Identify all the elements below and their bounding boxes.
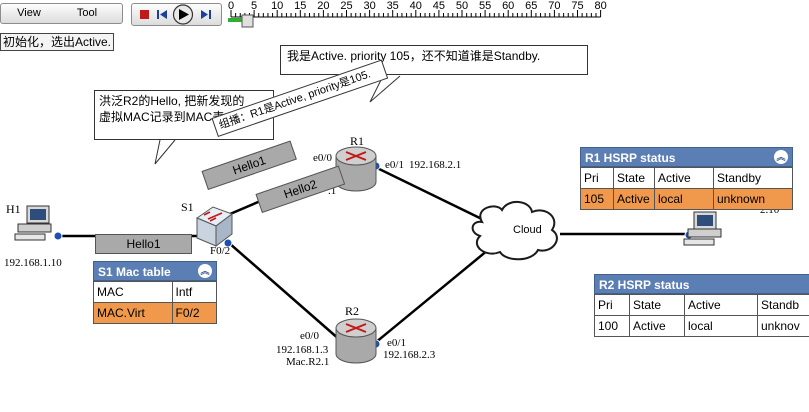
menu-bar: View Tool (0, 3, 123, 24)
r1-e00-label: e0/0 (313, 152, 332, 164)
table-cell: unknov (757, 315, 809, 337)
timeline[interactable]: 0 5 10 15 20 25 30 35 40 45 50 55 60 65 70 75 80 (226, 0, 706, 30)
cloud-label: Cloud (513, 224, 542, 236)
timeline-tick-label: 70 (548, 0, 560, 12)
step-back-icon[interactable] (157, 10, 167, 19)
timeline-tick-label: 50 (456, 0, 468, 12)
r1-hsrp-header: R1 HSRP status ︽ (580, 147, 793, 167)
table-header: Standb (757, 294, 809, 316)
r2-hsrp-table: Pri State Active Standb 100 Active local… (594, 294, 809, 337)
playback-controls (131, 3, 222, 26)
table-cell: Active (629, 315, 685, 337)
callout-flood-line1: 洪泛R2的Hello, 把新发现的 (99, 94, 245, 108)
table-row: 105 Active local unknown (580, 188, 793, 210)
menu-tool[interactable]: Tool (76, 7, 98, 19)
table-header: Pri (580, 167, 614, 189)
timeline-tick-label: 20 (317, 0, 329, 12)
timeline-tick-label: 25 (340, 0, 352, 12)
table-header: Active (654, 167, 714, 189)
timeline-tick-label: 55 (479, 0, 491, 12)
table-header-row: Pri State Active Standb (594, 294, 809, 316)
r2-hsrp-header: R2 HSRP status (594, 274, 809, 294)
r2-ip-e00: 192.168.1.3 (276, 344, 329, 356)
table-cell: unknown (713, 188, 793, 210)
collapse-icon[interactable]: ︽ (774, 150, 788, 164)
table-row: MAC.Virt F0/2 (93, 302, 218, 324)
table-header-row: MAC Intf (93, 281, 218, 303)
timeline-tick-label: 45 (433, 0, 445, 12)
router-icon-r2 (335, 318, 377, 364)
callout-r1-active: 我是Active. priority 105，还不知道谁是Standby. (280, 45, 588, 75)
r1-hsrp-title: R1 HSRP status (585, 151, 676, 165)
r1-hsrp-table: Pri State Active Standby 105 Active loca… (580, 167, 793, 210)
table-header: Pri (594, 294, 630, 316)
r2-hsrp-title: R2 HSRP status (599, 278, 690, 292)
link-s1-r2 (228, 242, 341, 341)
r1-ip-partial: .1 (328, 185, 337, 197)
r2-e01-label: e0/1 (387, 337, 406, 349)
timeline-tick-label: 10 (271, 0, 283, 12)
r1-hsrp-panel: R1 HSRP status ︽ Pri State Active Standb… (580, 147, 793, 210)
table-cell: MAC.Virt (93, 302, 173, 324)
timeline-tick-label: 40 (410, 0, 422, 12)
h1-ip: 192.168.1.10 (4, 257, 62, 269)
cloud-icon (471, 201, 558, 261)
s1-mac-table-panel: S1 Mac table ︽ MAC Intf MAC.Virt F0/2 (93, 261, 218, 324)
timeline-tick-label: 15 (294, 0, 306, 12)
callout-flood: 洪泛R2的Hello, 把新发现的 虚拟MAC记录到MAC表。 (94, 90, 274, 140)
table-row: 100 Active local unknov (594, 315, 809, 337)
s1-mac-table-title: S1 Mac table (98, 265, 171, 279)
table-header: State (613, 167, 655, 189)
link-r1-cloud (374, 165, 489, 224)
timeline-tick-label: 0 (228, 0, 234, 12)
table-cell: 105 (580, 188, 614, 210)
r1-e01-label: e0/1 (385, 159, 404, 171)
table-header-row: Pri State Active Standby (580, 167, 793, 189)
r2-ip-e01: 192.168.2.3 (383, 349, 436, 361)
timeline-tick-label: 75 (571, 0, 583, 12)
r2-name: R2 (345, 304, 360, 318)
timeline-tick-label: 80 (594, 0, 606, 12)
r1-name: R1 (350, 134, 365, 148)
table-cell: 100 (594, 315, 630, 337)
r2-e00-label: e0/0 (300, 330, 319, 342)
timeline-tick-label: 30 (363, 0, 375, 12)
s1-mac-table: MAC Intf MAC.Virt F0/2 (93, 281, 218, 324)
callout-flood-line2: 虚拟MAC记录到MAC表。 (99, 110, 237, 124)
switch-icon-s1 (195, 206, 234, 247)
r1-ip-e01: 192.168.2.1 (409, 159, 462, 171)
h1-name: H1 (6, 202, 21, 216)
step-description: 初始化，选出Active. (0, 33, 115, 51)
stop-icon[interactable] (140, 10, 149, 19)
collapse-icon[interactable]: ︽ (198, 264, 212, 278)
table-cell: Active (613, 188, 655, 210)
menu-view[interactable]: View (17, 7, 41, 19)
timeline-tick-label: 35 (387, 0, 399, 12)
table-cell: local (654, 188, 714, 210)
r2-mac: Mac.R2.1 (286, 356, 330, 368)
table-cell: F0/2 (171, 302, 218, 324)
pc-icon-h1 (14, 205, 52, 241)
timeline-progress (228, 18, 244, 22)
timeline-tick-label: 65 (525, 0, 537, 12)
packet-hello1-host-link: Hello1 (95, 234, 192, 254)
timeline-handle[interactable] (241, 14, 254, 28)
table-header: State (629, 294, 685, 316)
step-forward-icon[interactable] (201, 10, 211, 19)
s1-name: S1 (181, 200, 194, 214)
link-r2-cloud (374, 249, 489, 344)
table-header: MAC (93, 281, 173, 303)
pc-icon-h2 (683, 211, 722, 246)
s1-port-label: F0/2 (210, 245, 231, 257)
table-header: Active (684, 294, 758, 316)
table-header: Standby (713, 167, 793, 189)
play-icon[interactable] (172, 4, 194, 25)
table-header: Intf (171, 281, 218, 303)
r2-hsrp-panel: R2 HSRP status Pri State Active Standb 1… (594, 274, 809, 337)
timeline-tick-label: 60 (502, 0, 514, 12)
s1-mac-table-header: S1 Mac table ︽ (93, 261, 217, 281)
timeline-tick-label: 5 (251, 0, 257, 12)
table-cell: local (684, 315, 758, 337)
